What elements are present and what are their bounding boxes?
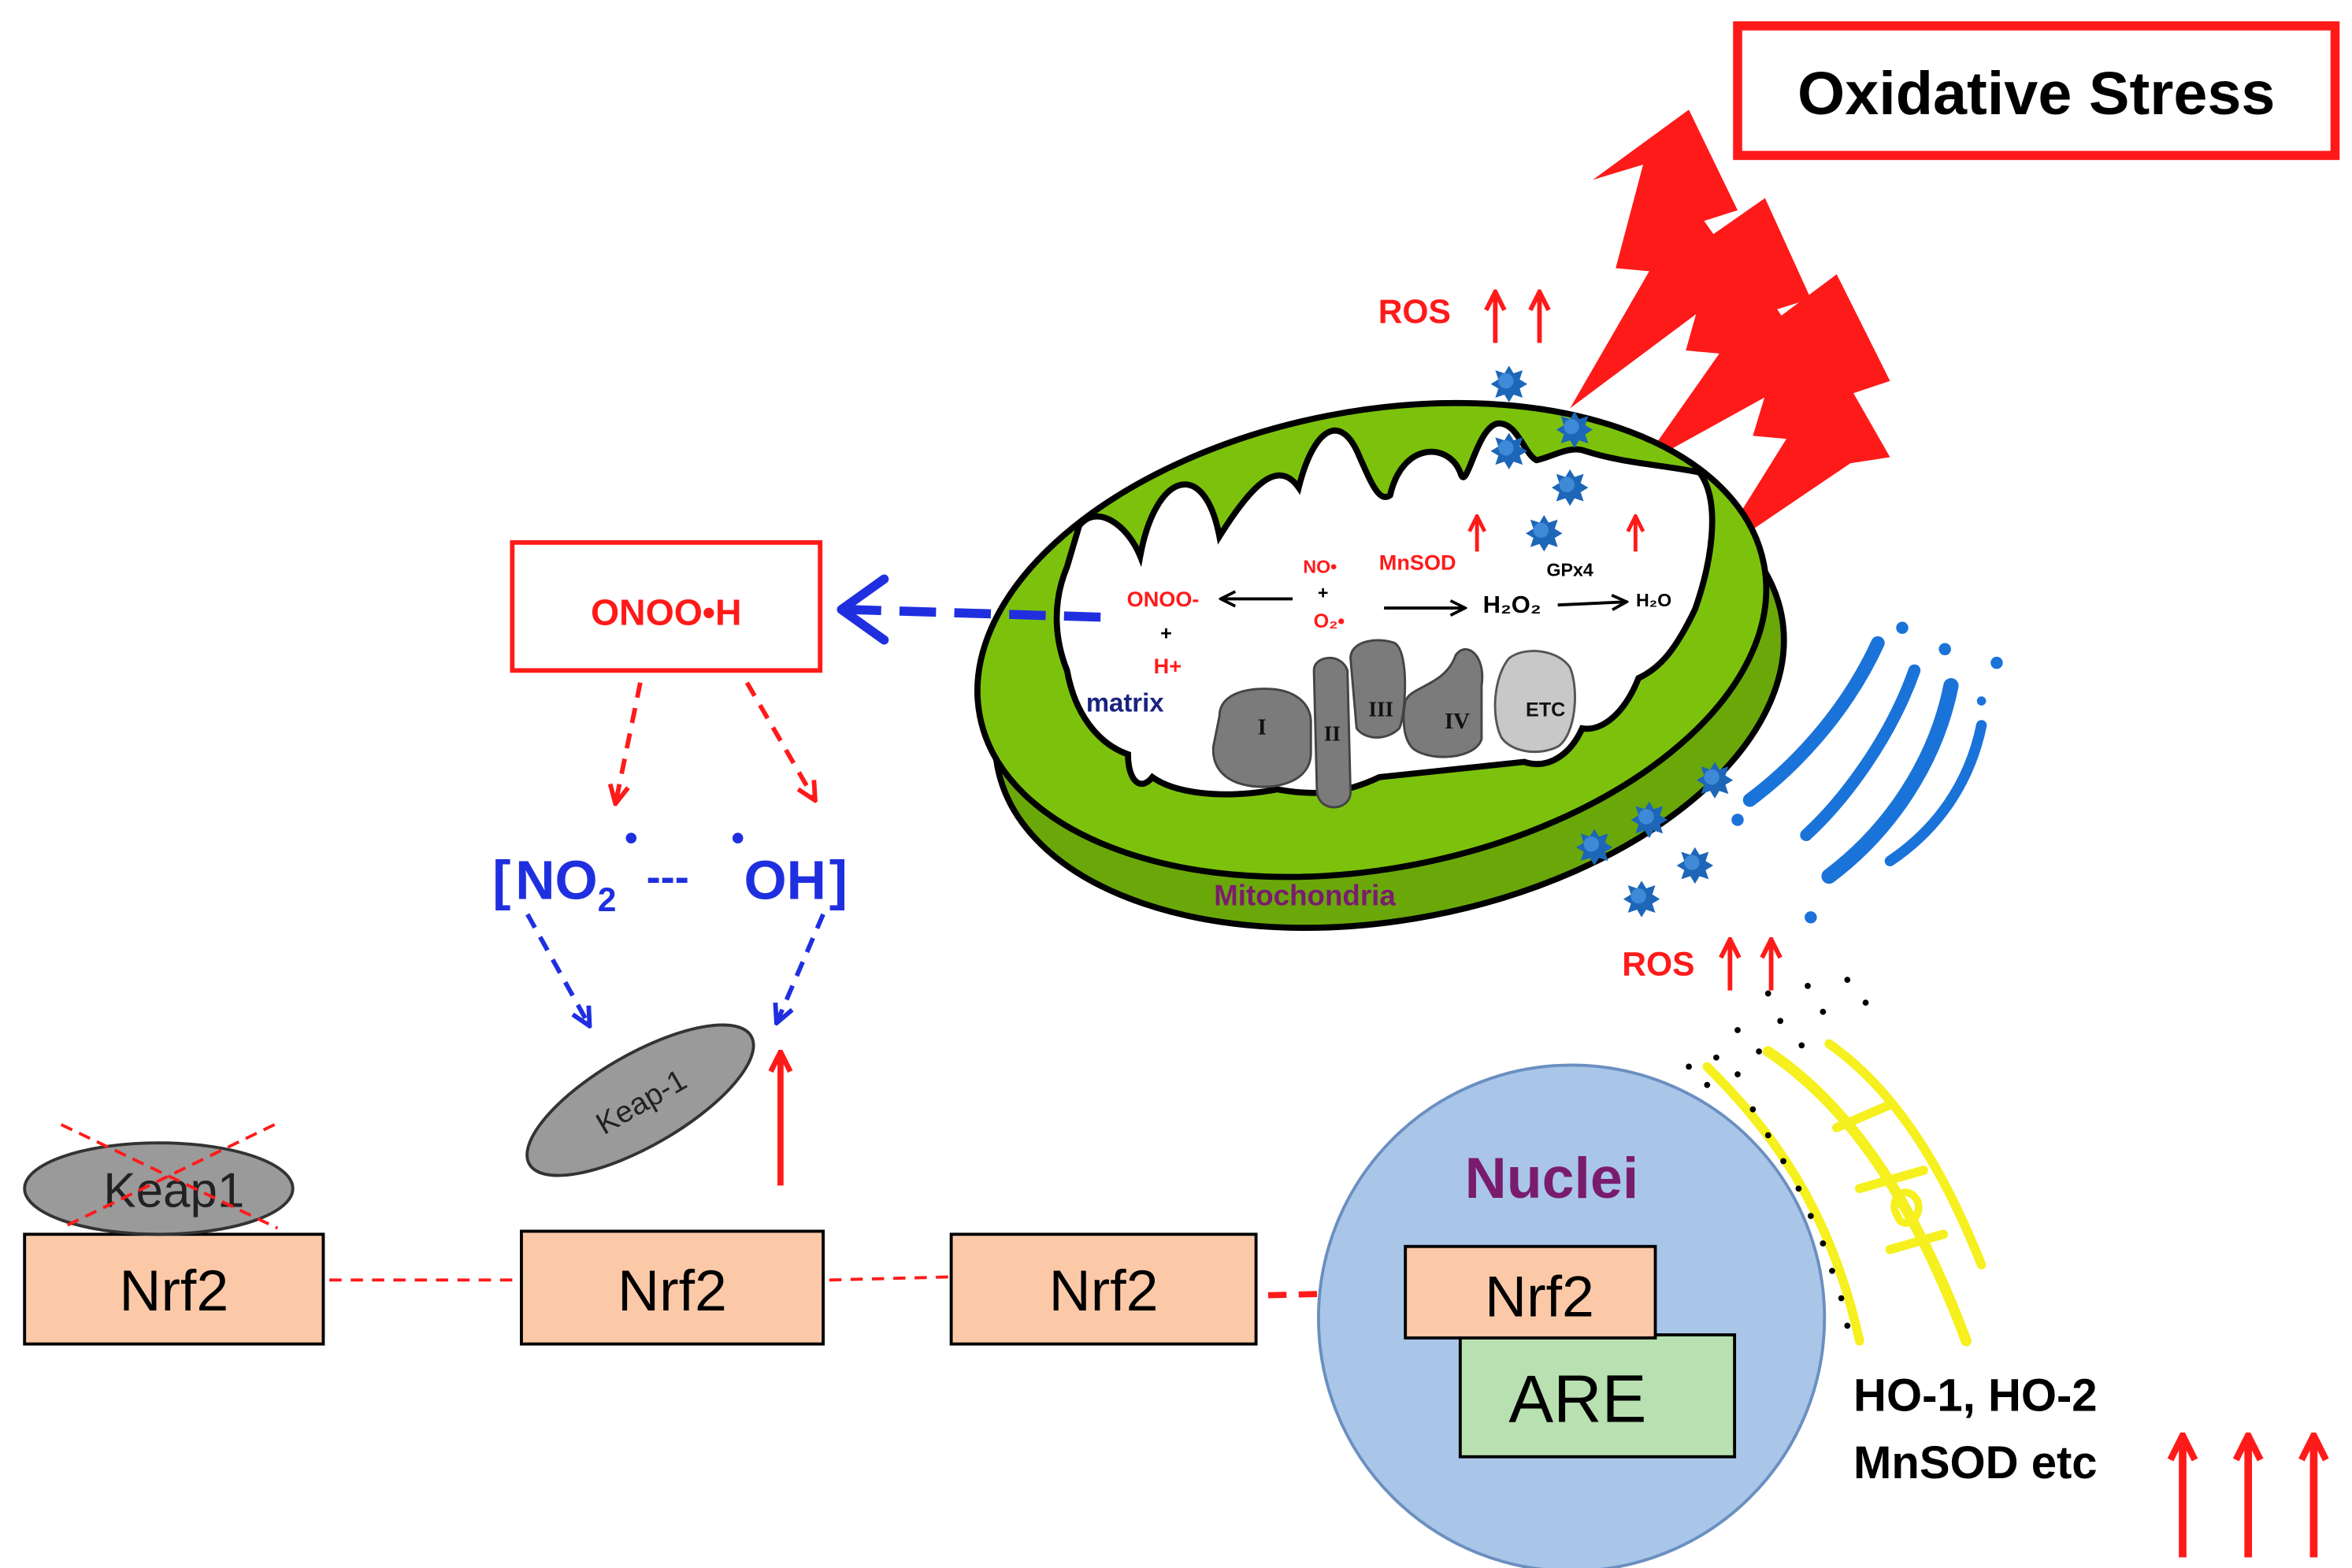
lightning-bolt-icon [1713,274,1890,557]
lightning-bolt-icon [1640,198,1823,467]
complex-i-label: I [1258,715,1267,740]
lightning-bolt-icon [1570,109,1753,409]
ros-top-label: ROS [1378,293,1451,331]
er-dotted-membrane [1686,977,1869,1329]
nrf2-label-1: Nrf2 [119,1258,228,1323]
endoplasmic-reticulum [1702,1039,1987,1347]
onooh-to-no2-arrow [616,682,643,802]
mito-to-onooh-arrowhead [837,574,889,645]
nrf2-box-3 [949,1233,1258,1346]
oh-label: OH [744,850,825,911]
mnsod-label: MnSOD [1379,550,1456,575]
onooh-box [510,539,823,673]
complex-i [1211,688,1312,788]
matrix-label: matrix [1086,688,1164,717]
no2-radical-dot [625,832,637,843]
nrf2-connector-2 [829,1275,948,1282]
complex-iii [1349,639,1407,739]
h2o-label: H₂O [1636,590,1671,610]
keap1-free-ellipse [525,1023,755,1177]
onooh-to-oh-arrow [744,681,814,799]
h2o2-label: H₂O₂ [1483,591,1541,618]
oh-radical-dot [732,832,744,843]
complex-ii [1312,656,1352,809]
onooh-label: ONOO•H [591,591,742,632]
complex-ii-label: II [1324,721,1341,745]
o2-radical-label: O₂• [1314,610,1345,632]
nrf2-label-3: Nrf2 [1049,1258,1159,1323]
cross-line-1 [60,1123,279,1230]
complex-iv-label: IV [1445,709,1470,734]
nrf2-label-2: Nrf2 [618,1258,727,1323]
mitochondria-label: Mitochondria [1214,879,1396,911]
keap1-bound-ellipse [23,1141,295,1236]
genes-line-1: HO-1, HO-2 [1853,1370,2098,1422]
golgi-apparatus [1731,621,2003,924]
complex-etc-label: ETC [1526,699,1565,721]
no-radical-label: NO• [1303,557,1337,577]
left-bracket: [ [492,850,510,911]
lightning-bolts [1570,109,1890,557]
complex-iv [1402,648,1484,758]
oxidative-stress-title: Oxidative Stress [1797,60,2275,128]
no2-label: NO [515,850,597,911]
nrf2-box-1 [23,1233,325,1346]
no2-to-keap-arrow [525,913,588,1024]
oh-to-keap-arrow [777,913,825,1021]
nrf2-box-4 [1404,1244,1657,1340]
plus-sign-2: + [1318,582,1329,602]
arrow-to-h2o [1557,602,1625,605]
radical-pair: [ NO 2 --- OH ] [492,832,848,919]
oxidative-stress-box [1733,21,2340,161]
bond-dashes: --- [647,854,689,901]
nrf2-box-2 [520,1229,825,1346]
complex-iii-label: III [1368,697,1393,721]
gpx4-label: GPx4 [1546,559,1593,580]
plus-sign: + [1160,623,1172,645]
onoo-minus-label: ONOO- [1127,587,1200,611]
nrf2-label-4: Nrf2 [1485,1264,1594,1329]
are-box [1458,1333,1737,1459]
h-plus-label: H+ [1154,654,1182,678]
no2-subscript: 2 [598,881,617,919]
complex-etc [1493,650,1576,754]
ros-bottom-label: ROS [1622,945,1694,983]
right-bracket: ] [829,850,848,911]
mito-to-onooh-arrow [847,605,1101,622]
are-label: ARE [1508,1362,1646,1436]
nuclei-label: Nuclei [1465,1145,1639,1210]
mitochondrion: I II III IV ETC ONOO- + H+ matrix NO• + … [974,399,1787,932]
genes-line-2: MnSOD etc [1853,1437,2098,1488]
keap1-bound-label: Keap1 [103,1163,244,1218]
